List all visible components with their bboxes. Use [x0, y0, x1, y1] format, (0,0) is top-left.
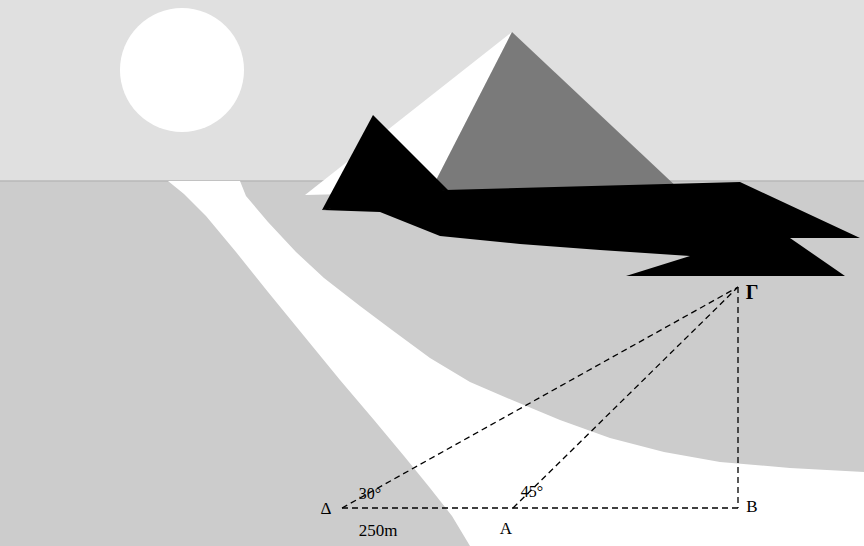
large-pyramid	[430, 32, 680, 192]
point-label: Δ	[321, 500, 332, 517]
point-label: B	[746, 498, 757, 515]
angle-label: 30°	[359, 486, 381, 502]
sun	[120, 8, 244, 132]
angle-label: 45°	[521, 484, 543, 500]
point-label: Γ	[746, 282, 759, 302]
ground	[0, 181, 864, 546]
small-pyramid	[322, 115, 448, 210]
river	[168, 181, 864, 546]
sight-line-45	[513, 287, 738, 508]
triangle-lines	[342, 287, 738, 508]
sight-line-30	[342, 287, 738, 508]
base-line	[342, 507, 738, 508]
dimension-label: 250m	[359, 522, 398, 539]
point-label: A	[500, 520, 512, 537]
height-line	[737, 287, 738, 508]
